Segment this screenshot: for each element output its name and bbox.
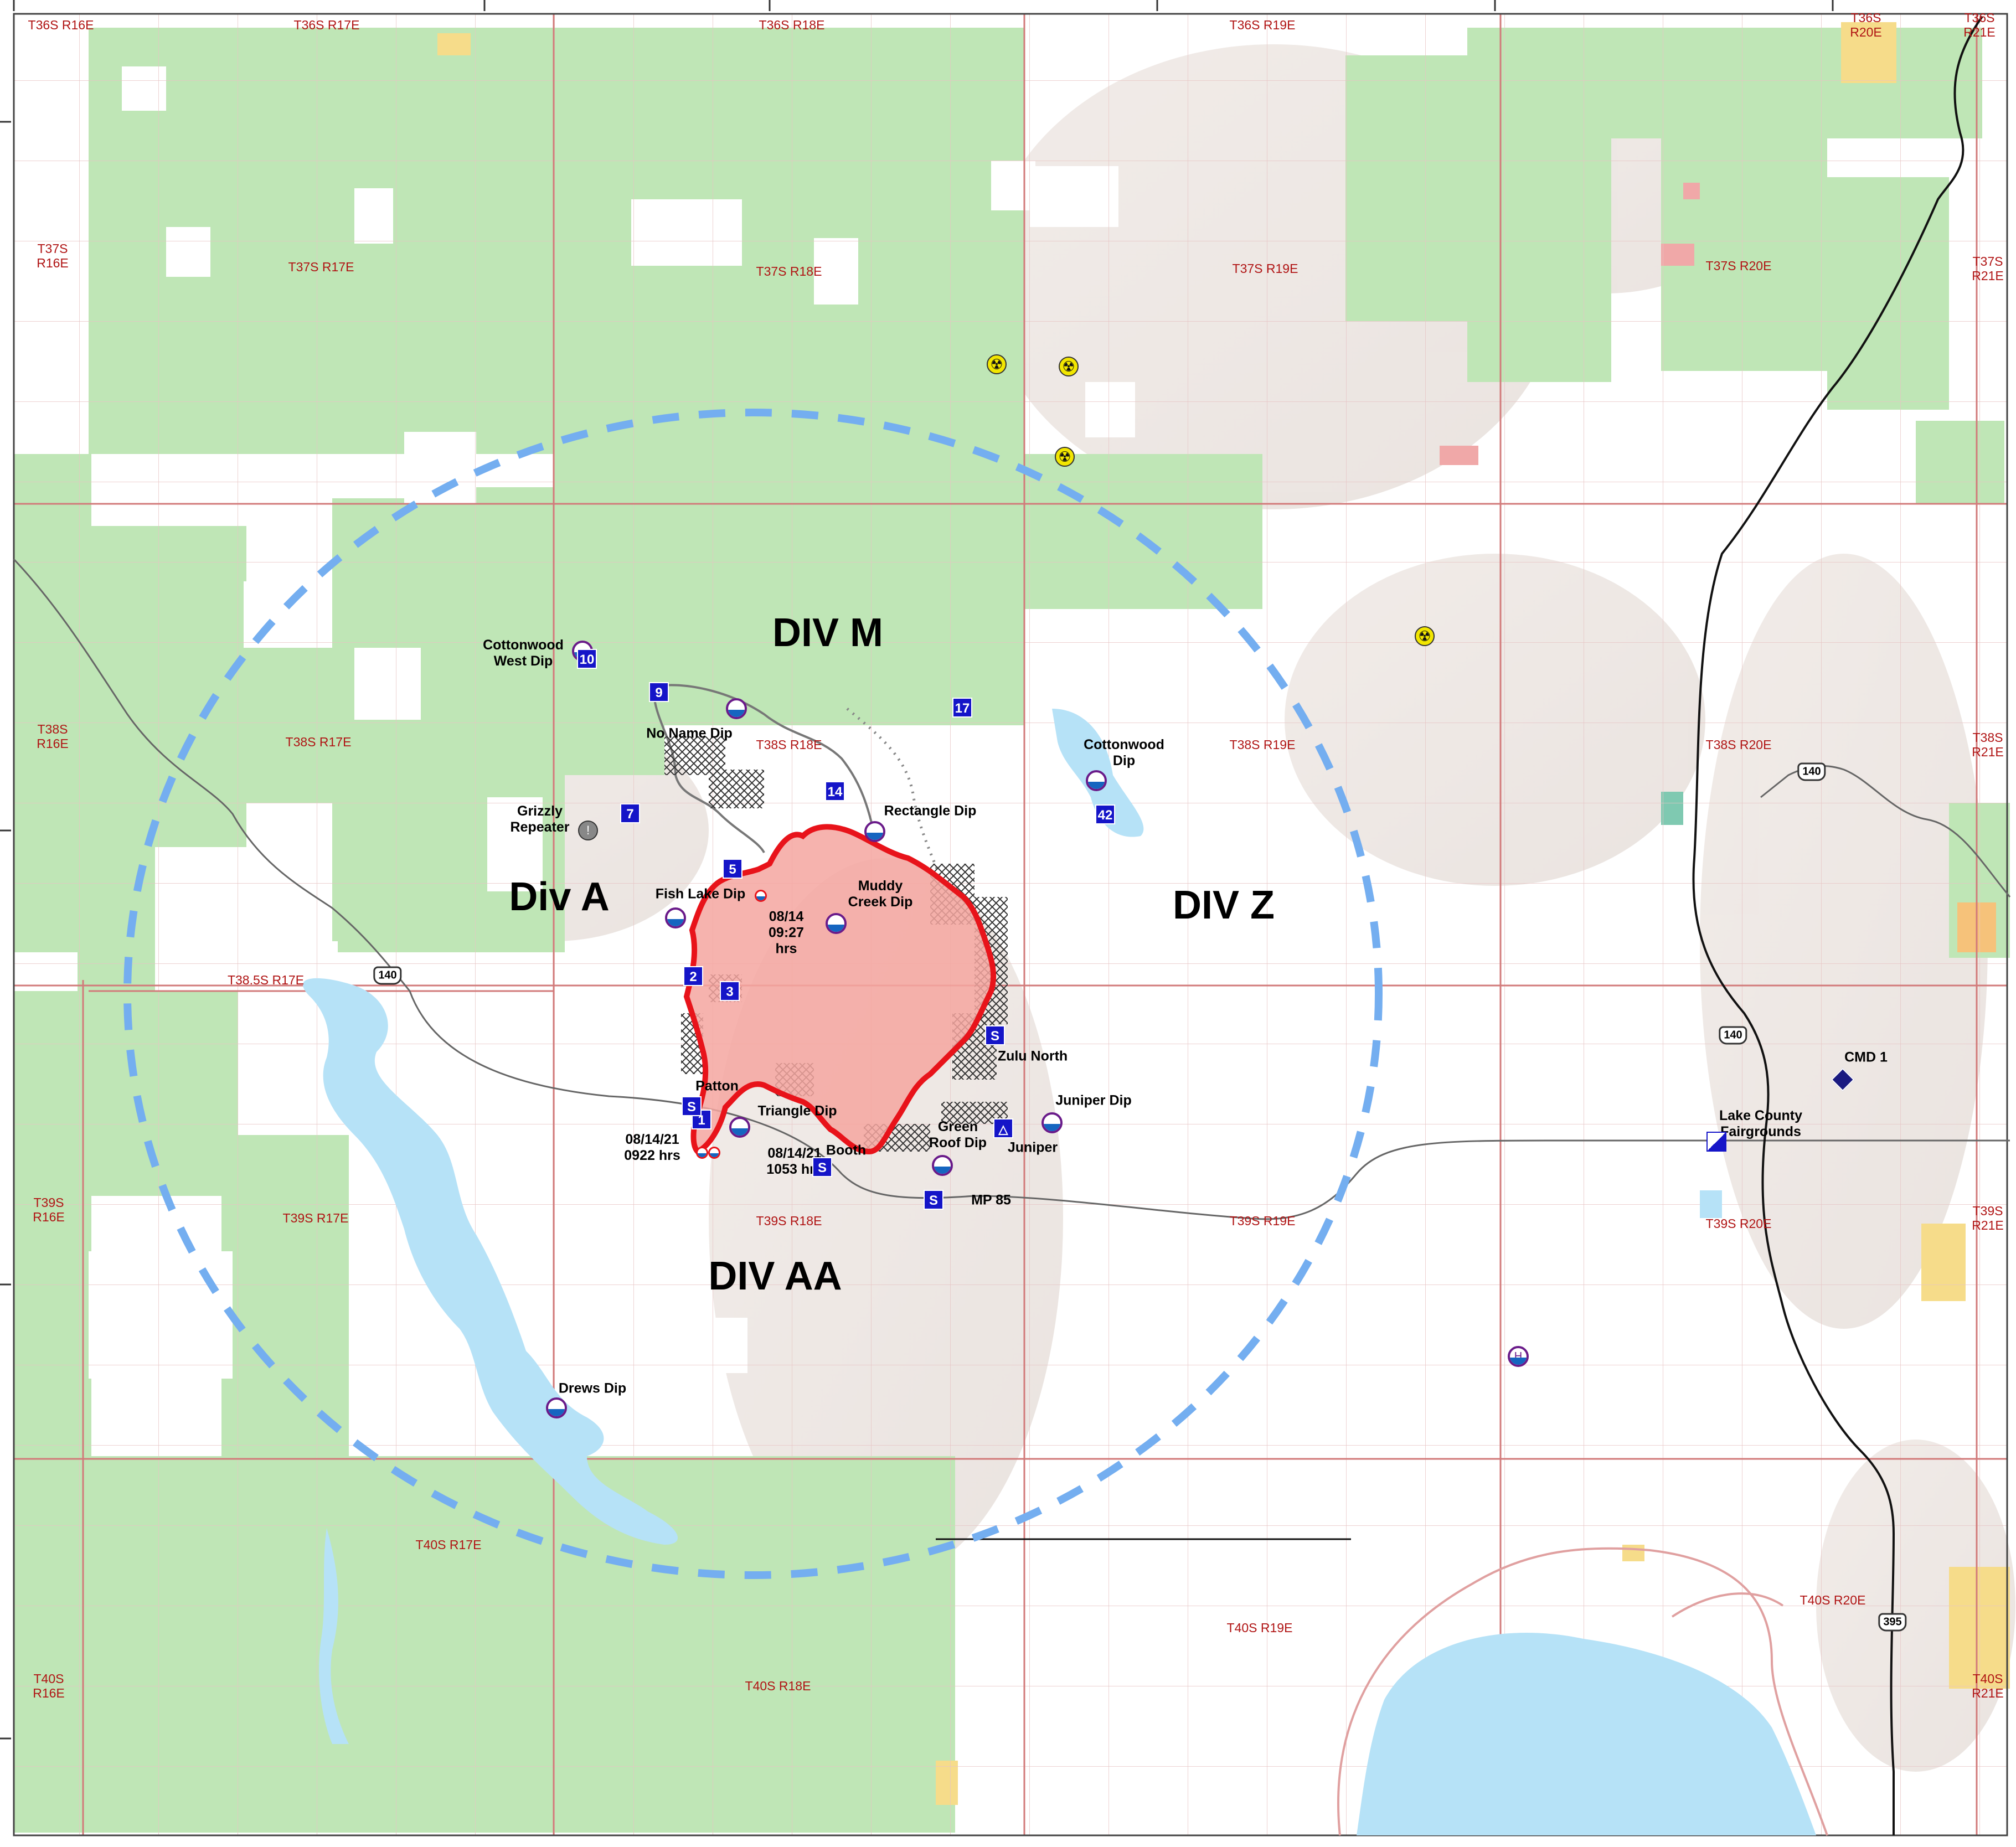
township-label: T36S R17E xyxy=(293,18,360,32)
division-badge[interactable]: 5 xyxy=(723,859,743,879)
township-label: T37S R17E xyxy=(288,260,354,274)
drews-dip-label: Drews Dip xyxy=(558,1380,627,1396)
township-label: T38S R19E xyxy=(1229,737,1296,752)
township-label: T37S R18E xyxy=(756,264,822,278)
green-roof-dip-label: Green Roof Dip xyxy=(929,1119,987,1150)
township-label: T40S R19E xyxy=(1226,1621,1293,1635)
drop-point-icon[interactable] xyxy=(1041,1112,1063,1133)
division-badge[interactable]: 14 xyxy=(825,781,845,801)
division-badge[interactable]: 2 xyxy=(683,966,703,986)
ignition-time-label-0922: 08/14/21 0922 hrs xyxy=(624,1132,680,1163)
muddy-creek-dip-label: Muddy Creek Dip xyxy=(848,878,913,910)
route-shield: 140 xyxy=(373,966,402,985)
staging-icon[interactable]: S xyxy=(682,1096,702,1116)
drop-point-icon[interactable] xyxy=(729,1117,750,1138)
division-label-a: Div A xyxy=(509,875,610,919)
cmd1-label: CMD 1 xyxy=(1844,1049,1888,1065)
fire-origin-icon[interactable] xyxy=(755,890,767,902)
fire-origin-icon[interactable] xyxy=(696,1147,708,1159)
repeater-icon[interactable]: ! xyxy=(578,821,598,840)
camp-icon[interactable]: △ xyxy=(993,1118,1013,1138)
rectangle-dip-label: Rectangle Dip xyxy=(884,803,977,819)
drop-point-icon[interactable] xyxy=(826,913,847,934)
township-label: T36S R19E xyxy=(1229,18,1296,32)
township-label: T38.5S R17E xyxy=(227,973,305,987)
heliport-icon[interactable]: H xyxy=(1508,1346,1529,1367)
juniper-dip-label: Juniper Dip xyxy=(1055,1092,1132,1108)
township-label: T40S R18E xyxy=(745,1679,811,1693)
route-shield: 140 xyxy=(1719,1026,1747,1045)
drop-point-icon[interactable] xyxy=(726,698,747,719)
division-badge[interactable]: 42 xyxy=(1095,804,1115,824)
staging-icon[interactable]: S xyxy=(812,1157,832,1177)
township-label: T36S R20E xyxy=(1850,11,1882,39)
township-label: T40S R21E xyxy=(1972,1671,2004,1700)
township-label: T37S R16E xyxy=(37,241,69,270)
hazard-radioactive-icon[interactable]: ☢ xyxy=(1055,447,1075,467)
camp-icon[interactable] xyxy=(1706,1132,1726,1152)
zulu-north-label: Zulu North xyxy=(997,1048,1068,1064)
fire-origin-icon[interactable] xyxy=(708,1147,720,1159)
lake-county-fairgrounds-label: Lake County Fairgrounds xyxy=(1719,1108,1803,1139)
township-label: T38S R17E xyxy=(285,735,352,749)
township-label: T39S R21E xyxy=(1972,1204,2004,1232)
frame-ticks xyxy=(0,0,1834,1740)
planning-buffer xyxy=(123,409,1383,1579)
booth-label: Booth xyxy=(826,1142,867,1158)
township-label: T37S R21E xyxy=(1972,254,2004,283)
township-label: T40S R17E xyxy=(415,1538,482,1552)
township-label: T38S R18E xyxy=(756,737,822,752)
containment-lines xyxy=(652,684,876,854)
township-label: T39S R16E xyxy=(33,1195,65,1224)
cottonwood-dip-label: Cottonwood Dip xyxy=(1084,737,1164,768)
township-label: T39S R17E xyxy=(282,1211,349,1225)
juniper-label: Juniper xyxy=(1007,1139,1058,1155)
fire-time-label: 08/14 09:27 hrs xyxy=(769,909,804,957)
township-label: T37S R19E xyxy=(1232,261,1298,276)
township-label: T38S R20E xyxy=(1705,737,1772,752)
cottonwood-west-dip-label: Cottonwood West Dip xyxy=(483,637,564,669)
fish-lake-dip-label: Fish Lake Dip xyxy=(655,886,746,902)
division-badge[interactable]: 10 xyxy=(577,649,597,669)
drop-point-icon[interactable] xyxy=(864,821,885,842)
division-label-m: DIV M xyxy=(772,611,884,655)
division-label-aa: DIV AA xyxy=(708,1254,842,1298)
hazard-radioactive-icon[interactable]: ☢ xyxy=(987,354,1007,374)
township-label: T36S R18E xyxy=(759,18,825,32)
division-label-z: DIV Z xyxy=(1172,883,1275,927)
township-label: T39S R19E xyxy=(1229,1214,1296,1228)
township-label: T36S R16E xyxy=(28,18,94,32)
division-badge[interactable]: 7 xyxy=(620,803,640,823)
hazard-radioactive-icon[interactable]: ☢ xyxy=(1059,357,1079,376)
township-label: T37S R20E xyxy=(1705,259,1772,273)
staging-icon[interactable]: S xyxy=(924,1190,943,1210)
staging-icon[interactable]: S xyxy=(985,1025,1005,1045)
route-shield: 140 xyxy=(1797,762,1826,781)
township-label: T36S R21E xyxy=(1963,11,1996,39)
township-label: T40S R16E xyxy=(33,1671,65,1700)
division-badge[interactable]: 17 xyxy=(952,698,972,718)
drop-point-icon[interactable] xyxy=(932,1155,953,1176)
route-shield: 395 xyxy=(1878,1613,1907,1632)
hazard-radioactive-icon[interactable]: ☢ xyxy=(1415,626,1435,646)
grizzly-repeater-label: Grizzly Repeater xyxy=(510,803,570,835)
triangle-dip-label: Triangle Dip xyxy=(757,1103,837,1119)
drop-point-icon[interactable] xyxy=(1086,770,1107,791)
patton-label: Patton xyxy=(695,1078,739,1094)
division-badge[interactable]: 9 xyxy=(649,682,669,702)
township-label: T39S R20E xyxy=(1705,1216,1772,1231)
township-label: T39S R18E xyxy=(756,1214,822,1228)
no-name-dip-label: No Name Dip xyxy=(646,725,733,741)
township-label: T38S R21E xyxy=(1972,730,2004,759)
division-badge[interactable]: 3 xyxy=(720,981,740,1001)
drop-point-icon[interactable] xyxy=(546,1397,567,1418)
township-label: T40S R20E xyxy=(1800,1593,1866,1607)
township-label: T38S R16E xyxy=(37,722,69,751)
drop-point-icon[interactable] xyxy=(665,907,686,928)
mp85-label: MP 85 xyxy=(971,1192,1011,1208)
